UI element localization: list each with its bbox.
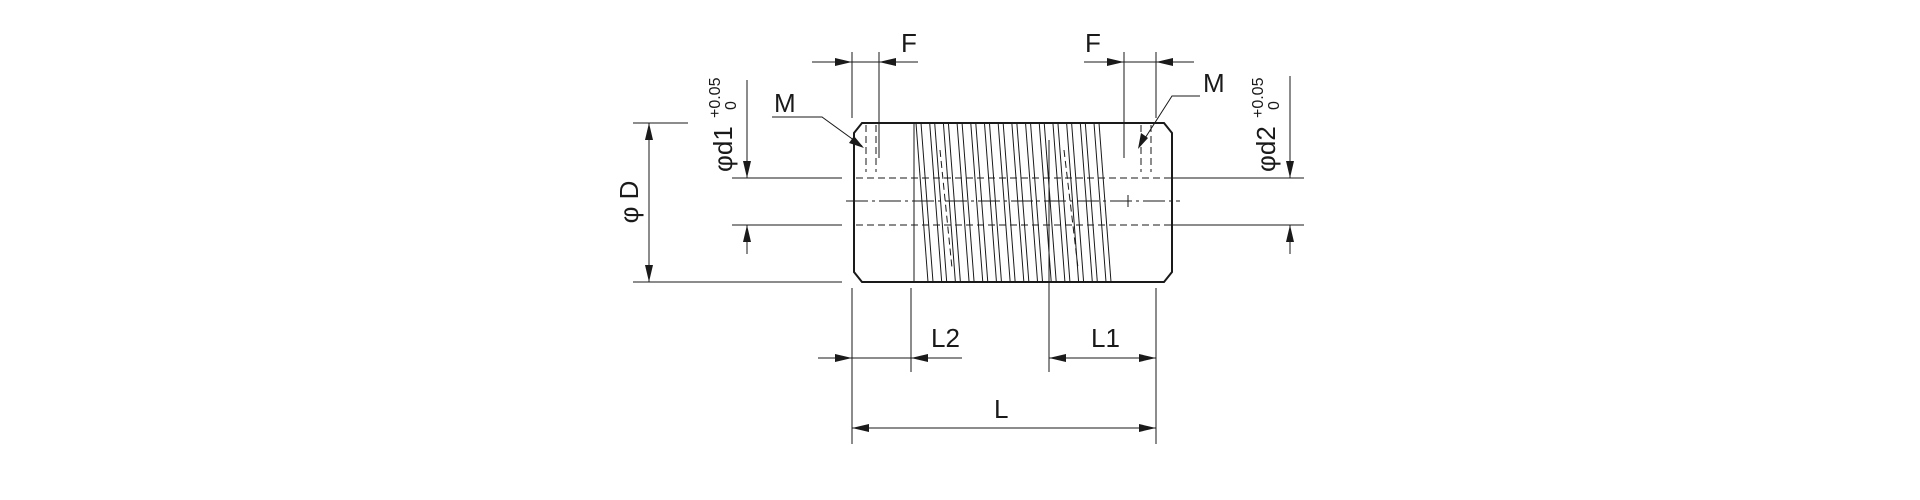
set-screw-hidden: [865, 125, 1152, 207]
slit-line: [1093, 122, 1107, 283]
slit-line: [1011, 122, 1025, 283]
leaders: [772, 95, 1200, 149]
dim-d-arrow-top: [645, 123, 653, 140]
slit-line: [1071, 122, 1085, 283]
leader-m-right: [1139, 95, 1200, 147]
label-m-right: M: [1203, 68, 1225, 98]
label-f-left: F: [901, 28, 917, 58]
slit-line: [1079, 122, 1093, 283]
dim-l2-arrow-a: [835, 354, 852, 362]
centerline-group: [846, 177, 1180, 226]
label-phi-d2: φd2 +0.05 0: [1250, 77, 1283, 172]
leader-m-right-arrow: [1138, 133, 1148, 149]
dim-f-left-arrow-b: [879, 58, 896, 66]
slit-line: [1043, 122, 1057, 283]
slit-line: [956, 122, 970, 283]
label-phi-d1-text: φd1: [708, 126, 738, 172]
slit-line: [1098, 122, 1112, 283]
dim-f-left-arrow-a: [835, 58, 852, 66]
slit-line: [975, 122, 989, 283]
slit-line: [970, 122, 984, 283]
slit-line: [947, 122, 961, 283]
slit-hidden-line: [939, 149, 953, 269]
leader-m-left-arrow: [849, 136, 864, 148]
slit-line: [1084, 122, 1098, 283]
label-phi-d1: φd1 +0.05 0: [707, 77, 740, 172]
dim-l-arrow-a: [852, 424, 869, 432]
dim-d-arrow-bottom: [645, 265, 653, 282]
dim-d2-arrow-bottom: [1286, 225, 1294, 242]
slit-line: [1025, 122, 1039, 283]
dim-f-right-arrow-a: [1107, 58, 1124, 66]
slit-line: [920, 122, 934, 283]
dim-l2-arrow-b: [911, 354, 928, 362]
slit-line: [988, 122, 1002, 283]
slit-line: [1030, 122, 1044, 283]
label-phi-d1-tol-lower: 0: [723, 101, 740, 110]
dim-l1-arrow-b: [1139, 354, 1156, 362]
dim-l-arrow-b: [1139, 424, 1156, 432]
dim-d1-arrow-bottom: [743, 225, 751, 242]
slit-line: [934, 122, 948, 283]
label-phi-d2-text: φd2: [1251, 126, 1281, 172]
label-phi-d: φ D: [614, 181, 644, 224]
slit-line: [1016, 122, 1030, 283]
labels: φ D φd1 +0.05 0 φd2 +0.05 0 F F M M L2 L…: [614, 28, 1283, 424]
label-phi-d2-tol-lower: 0: [1266, 101, 1283, 110]
slit-line: [1002, 122, 1016, 283]
dim-d1-arrow-top: [743, 161, 751, 178]
slit-line: [942, 122, 956, 283]
slit-line: [961, 122, 975, 283]
slit-line: [1057, 122, 1071, 283]
leader-m-left: [772, 116, 863, 147]
slit-line: [1052, 122, 1066, 283]
dimension-lines: [645, 58, 1294, 432]
label-l: L: [994, 394, 1008, 424]
body-outline: [853, 122, 1173, 283]
slit-line: [997, 122, 1011, 283]
label-phi-d1-tol-upper: +0.05: [707, 77, 724, 118]
extension-lines: [633, 52, 1304, 444]
label-l1: L1: [1091, 323, 1120, 353]
slit-line: [983, 122, 997, 283]
slit-line: [929, 122, 943, 283]
dim-l1-arrow-a: [1049, 354, 1066, 362]
dim-d2-arrow-top: [1286, 161, 1294, 178]
helical-slits: [915, 122, 1112, 283]
coupling-body: [853, 122, 1173, 283]
label-f-right: F: [1085, 28, 1101, 58]
label-l2: L2: [931, 323, 960, 353]
label-m-left: M: [774, 88, 796, 118]
dim-f-right-arrow-b: [1156, 58, 1173, 66]
label-phi-d2-tol-upper: +0.05: [1250, 77, 1267, 118]
slit-line: [915, 122, 929, 283]
slit-hidden-line: [1063, 149, 1079, 269]
slit-line: [1066, 122, 1080, 283]
